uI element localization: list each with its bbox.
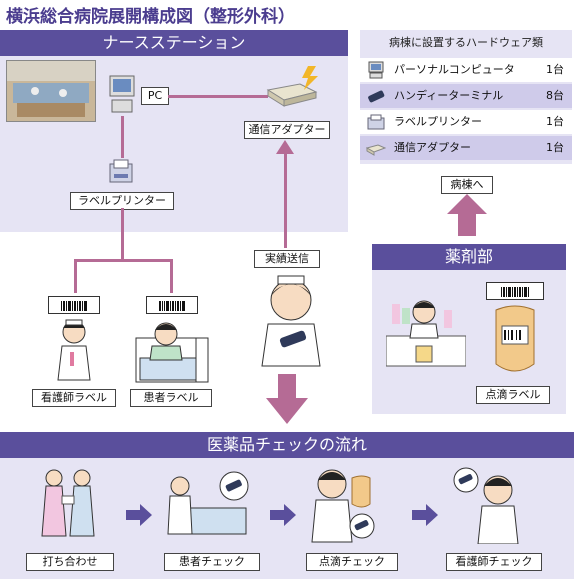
hardware-item-name: ラベルプリンター bbox=[394, 115, 482, 128]
pharmacist-illustration bbox=[385, 294, 467, 374]
hardware-item-count: 1台 bbox=[546, 141, 564, 154]
hardware-item-count: 1台 bbox=[546, 63, 564, 76]
hardware-item: ラベルプリンター 1台 bbox=[360, 110, 572, 134]
hardware-item-name: 通信アダプター bbox=[394, 141, 471, 154]
hardware-item: ハンディーターミナル 8台 bbox=[360, 84, 572, 108]
printer-down-connector bbox=[121, 208, 124, 260]
flow-arrow-2 bbox=[270, 504, 296, 526]
adapter-icon bbox=[365, 139, 387, 157]
hardware-header: 病棟に設置するハードウェア類 bbox=[389, 36, 543, 49]
patient-check-illustration bbox=[164, 468, 250, 542]
page-title: 横浜総合病院展開構成図（整形外科） bbox=[6, 7, 295, 27]
hardware-list: パーソナルコンピュータ 1台 ハンディーターミナル 8台 ラベルプリンター 1台… bbox=[360, 56, 572, 164]
flow-arrow-1 bbox=[126, 504, 152, 526]
flow-arrow-3 bbox=[412, 504, 438, 526]
label-printer-icon bbox=[366, 113, 386, 131]
drip-barcode bbox=[486, 282, 544, 300]
computer-icon bbox=[366, 61, 386, 79]
hardware-item-name: ハンディーターミナル bbox=[394, 89, 504, 102]
computer-icon bbox=[108, 74, 136, 114]
labels-horizontal-connector bbox=[74, 259, 172, 262]
label-printer-icon bbox=[106, 158, 136, 186]
results-send-arrow-head bbox=[276, 140, 294, 154]
flow-step-drip-check: 点滴チェック bbox=[306, 553, 398, 571]
nurse-barcode bbox=[48, 296, 100, 314]
down-arrow bbox=[266, 374, 308, 424]
flow-step-meeting: 打ち合わせ bbox=[26, 553, 114, 571]
adapter-label: 通信アダプター bbox=[244, 121, 330, 139]
hardware-item-count: 1台 bbox=[546, 115, 564, 128]
nurse-label: 看護師ラベル bbox=[32, 389, 116, 407]
pc-printer-connector bbox=[121, 116, 124, 158]
nurse-illustration bbox=[52, 318, 96, 384]
pc-adapter-connector bbox=[168, 95, 268, 98]
nurse-label-connector bbox=[74, 259, 77, 293]
nurse-station-photo bbox=[6, 60, 96, 122]
to-ward-label: 病棟へ bbox=[441, 176, 493, 194]
hardware-item: 通信アダプター 1台 bbox=[360, 136, 572, 160]
flow-step-nurse-check: 看護師チェック bbox=[446, 553, 542, 571]
patient-label: 患者ラベル bbox=[130, 389, 212, 407]
flow-step-patient-check: 患者チェック bbox=[164, 553, 260, 571]
drip-check-illustration bbox=[306, 464, 376, 544]
results-send-label: 実績送信 bbox=[254, 250, 320, 268]
drip-bag-illustration bbox=[490, 302, 540, 380]
flow-header: 医薬品チェックの流れ bbox=[0, 432, 574, 458]
pc-label: PC bbox=[141, 87, 169, 105]
adapter-icon bbox=[264, 64, 324, 110]
pharmacy-header: 薬剤部 bbox=[372, 244, 566, 270]
nurse-check-illustration bbox=[452, 466, 526, 545]
hardware-item: パーソナルコンピュータ 1台 bbox=[360, 58, 572, 82]
patient-label-connector bbox=[170, 259, 173, 293]
meeting-illustration bbox=[36, 466, 100, 542]
patient-illustration bbox=[134, 318, 210, 384]
handy-terminal-icon bbox=[366, 87, 386, 105]
patient-barcode bbox=[146, 296, 198, 314]
results-send-connector bbox=[284, 152, 287, 248]
drip-label: 点滴ラベル bbox=[476, 386, 550, 404]
up-arrow bbox=[447, 194, 487, 236]
hardware-item-name: パーソナルコンピュータ bbox=[394, 63, 515, 76]
nurse-with-terminal-illustration bbox=[258, 272, 324, 368]
nurse-station-header: ナースステーション bbox=[0, 30, 348, 56]
hardware-item-count: 8台 bbox=[546, 89, 564, 102]
